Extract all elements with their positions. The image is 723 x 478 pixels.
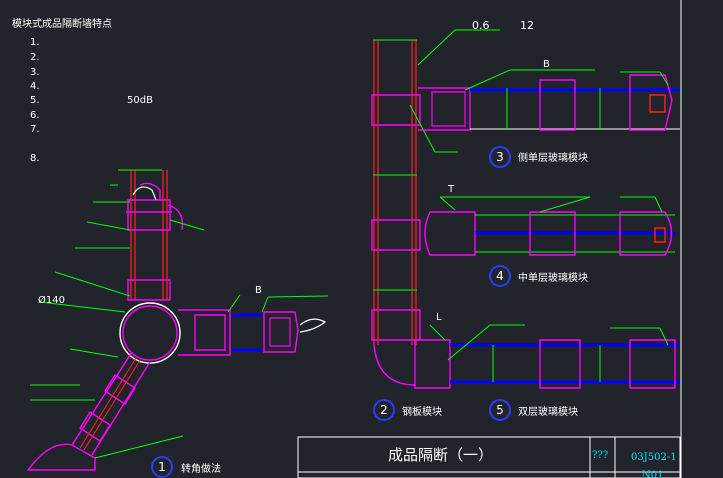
note-item: 3. [30, 67, 40, 78]
detail-number: 3 [496, 150, 504, 164]
detail-number: 5 [496, 403, 504, 417]
module-3-drawing [418, 69, 680, 131]
note-item: 1. [30, 37, 40, 48]
detail-caption: 侧单层玻璃模块 [518, 151, 588, 164]
detail-label-3: 3 侧单层玻璃模块 [489, 146, 588, 168]
main-vertical-wall [371, 29, 500, 345]
corner-base-dome [26, 443, 96, 471]
module-4-drawing: T [424, 184, 675, 256]
dim-b-top: B [543, 59, 550, 70]
dim-top-b: 12 [520, 19, 534, 32]
detail-label-1: 1 转角做法 [151, 456, 221, 478]
note-item: 2. [30, 52, 40, 63]
page-number: N01 [642, 470, 663, 478]
detail-label-4: 4 中单层玻璃模块 [489, 265, 588, 287]
title-block-code: ??? [592, 450, 608, 461]
corner-diagonal-arm [71, 351, 151, 456]
note-item: 5. [30, 95, 40, 106]
title-block: 成品隔断（一） ??? 03J502-1 N01 [297, 436, 681, 478]
corner-top-cap [132, 186, 157, 201]
detail-caption: 钢板模块 [402, 405, 442, 418]
detail-label-5: 5 双层玻璃模块 [489, 399, 578, 421]
dim-top-a: 0.6 [472, 19, 490, 32]
note-item: 7. [30, 124, 40, 135]
notes-title: 模块式成品隔断墙特点 [12, 17, 112, 30]
detail-caption: 中单层玻璃模块 [518, 271, 588, 284]
dim-l: L [436, 312, 442, 323]
corner-diagonal-glass [79, 357, 141, 451]
note-item: 4. [30, 81, 40, 92]
corner-leaders [30, 169, 329, 459]
corner-side-curve [167, 204, 184, 231]
detail-number: 4 [496, 269, 504, 283]
round-column-inner [122, 305, 178, 361]
title-block-title: 成品隔断（一） [388, 446, 493, 464]
note-db-value: 50dB [127, 95, 153, 106]
corner-vertical-frame [126, 182, 172, 301]
notes-block: 模块式成品隔断墙特点 1. 2. 3. 4. 5. 50dB 6. 7. 8. [12, 17, 153, 164]
dim-b-left: B [255, 285, 262, 296]
diameter-label: Ø140 [38, 294, 65, 306]
note-item: 6. [30, 110, 40, 121]
detail-caption: 双层玻璃模块 [518, 405, 578, 418]
detail-caption: 转角做法 [181, 462, 221, 475]
dim-t: T [447, 184, 455, 195]
corner-horizontal-arm [178, 309, 327, 356]
module-5-drawing: L [373, 312, 680, 389]
drawing-number: 03J502-1 [631, 452, 677, 463]
detail-number: 1 [158, 460, 166, 474]
detail-number: 2 [380, 403, 388, 417]
detail-1-corner-drawing: Ø140 B [26, 169, 329, 471]
detail-label-2: 2 钢板模块 [373, 399, 442, 421]
round-column [119, 302, 181, 364]
note-item: 8. [30, 153, 40, 164]
